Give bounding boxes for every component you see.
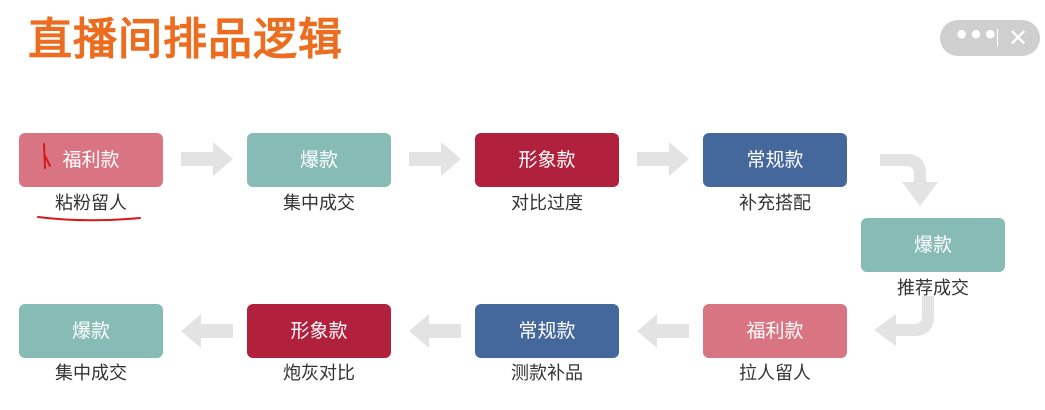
window-controls: ••• ✕: [940, 20, 1040, 56]
flow-caption: 集中成交: [55, 363, 127, 384]
flow-box-regular: 常规款: [703, 133, 847, 187]
flow-box-welfare: 福利款: [19, 133, 163, 187]
flow-box-hot-recommend: 爆款: [861, 218, 1005, 272]
flow-box-image: 形象款: [475, 133, 619, 187]
flow-box-hot: 爆款: [247, 133, 391, 187]
flow-caption: 测款补品: [511, 363, 583, 384]
arrow-left-icon: [409, 314, 461, 348]
flow-caption: 对比过度: [511, 193, 583, 214]
flow-caption: 粘粉留人: [55, 193, 127, 214]
arrow-left-icon: [181, 314, 233, 348]
handwritten-underline: [37, 216, 141, 222]
flow-box-hot-final: 爆款: [19, 304, 163, 358]
page-title: 直播间排品逻辑: [28, 14, 343, 65]
curved-arrow-left-icon: [874, 296, 934, 346]
flow-caption: 拉人留人: [739, 363, 811, 384]
arrow-right-icon: [409, 142, 461, 176]
more-options-icon[interactable]: •••: [954, 21, 998, 49]
arrow-right-icon: [181, 142, 233, 176]
flow-caption: 炮灰对比: [283, 363, 355, 384]
arrow-left-icon: [637, 314, 689, 348]
flow-box-welfare-retain: 福利款: [703, 304, 847, 358]
flow-caption: 集中成交: [283, 193, 355, 214]
flow-box-regular-test: 常规款: [475, 304, 619, 358]
flow-box-image-compare: 形象款: [247, 304, 391, 358]
arrow-right-icon: [637, 142, 689, 176]
flow-caption: 补充搭配: [739, 193, 811, 214]
flow-caption: 推荐成交: [897, 278, 969, 299]
curved-arrow-down-icon: [880, 154, 938, 206]
controls-divider: [997, 29, 998, 47]
close-icon[interactable]: ✕: [1007, 24, 1029, 52]
handwritten-mark: [43, 143, 51, 169]
